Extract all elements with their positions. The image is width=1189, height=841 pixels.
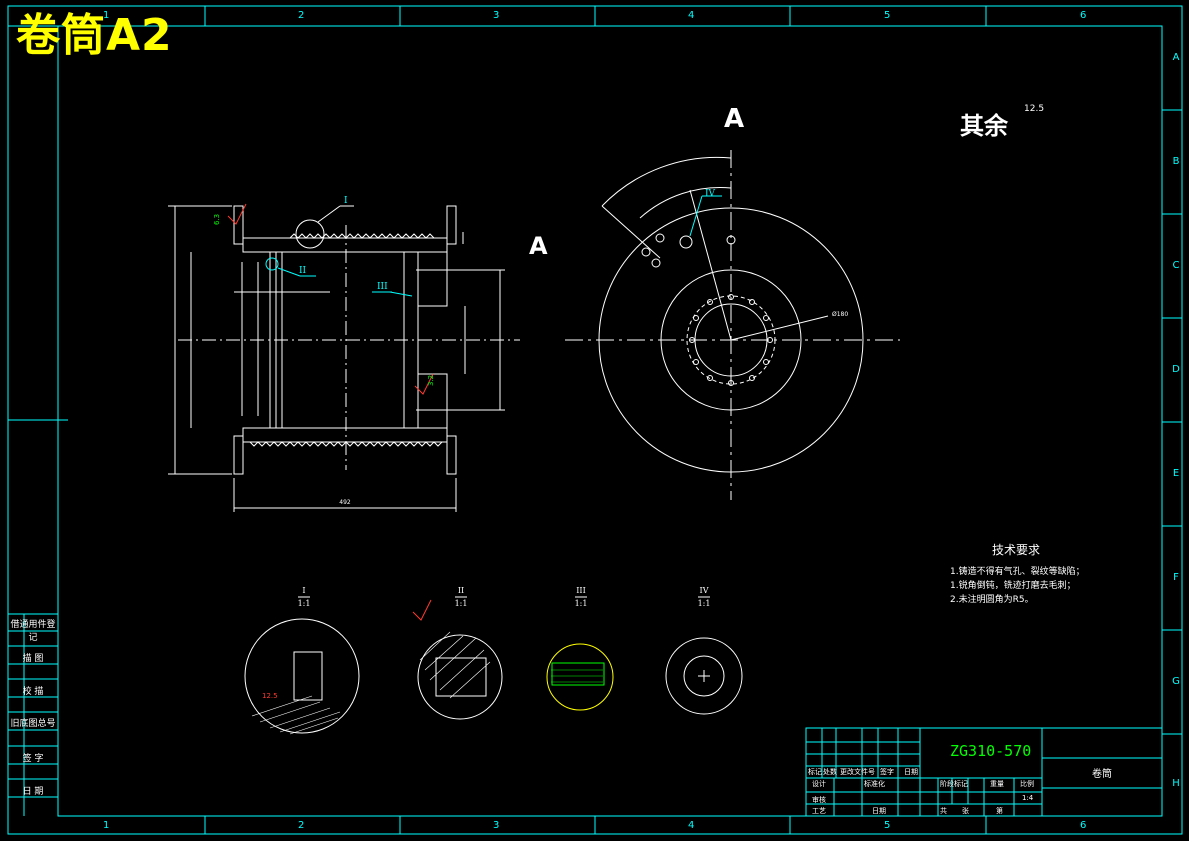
tb-header-sign: 签字 — [880, 768, 894, 776]
detail-views — [244, 596, 743, 734]
detail-2-id: II — [458, 586, 464, 595]
tb-label-stage-mark: 阶段标记 — [940, 780, 968, 788]
tb-label-standardization: 标准化 — [864, 780, 885, 788]
drum-end-view — [565, 150, 900, 500]
tb-label-sheet-total: 共 — [940, 807, 947, 815]
roughness-label-b: 3.2 — [427, 375, 435, 386]
tb-header-mark: 标记 — [808, 768, 822, 776]
side-table-cell-6: 日 期 — [22, 787, 44, 797]
grid-col-5-top: 5 — [884, 10, 891, 21]
tb-label-page: 第 — [996, 807, 1003, 815]
grid-row-h: H — [1172, 778, 1180, 789]
side-table-cell-3: 校 描 — [22, 687, 44, 697]
tech-requirements-title: 技术要求 — [992, 543, 1041, 557]
detail-callout-2: II — [299, 266, 307, 276]
grid-col-6-top: 6 — [1080, 10, 1087, 21]
tb-label-review: 审核 — [812, 796, 826, 804]
grid-col-5-bottom: 5 — [884, 820, 891, 831]
roughness-label-a: 6.3 — [213, 214, 221, 225]
detail-callout-3: III — [377, 282, 388, 292]
tb-label-weight: 重量 — [990, 780, 1004, 788]
grid-col-3-bottom: 3 — [493, 820, 500, 831]
side-table-cell-2: 描 图 — [22, 654, 44, 664]
roughness-marks — [227, 203, 434, 621]
tb-label-design: 设计 — [812, 780, 826, 788]
tech-requirement-1: 1.铸造不得有气孔、裂纹等缺陷； — [950, 567, 1085, 577]
roughness-label-c: 12.5 — [262, 692, 278, 700]
grid-col-1-bottom: 1 — [103, 820, 110, 831]
drum-section-view — [168, 205, 520, 512]
grid-col-3-top: 3 — [493, 10, 500, 21]
detail-3-id: III — [576, 586, 585, 595]
section-arrow-label: A — [529, 232, 548, 260]
section-leaders — [277, 267, 413, 297]
grid-col-2-bottom: 2 — [298, 820, 305, 831]
detail-4-id: IV — [700, 586, 709, 595]
grid-row-e: E — [1172, 468, 1180, 479]
drawing-title: 卷筒A2 — [16, 10, 173, 61]
tb-label-approve: 日期 — [872, 807, 886, 815]
surface-finish-note: 其余 — [960, 112, 1008, 140]
grid-row-g: G — [1172, 676, 1180, 687]
drawing-code: ZG310-570 — [950, 742, 1032, 760]
drawing-scale: 1:4 — [1022, 794, 1034, 802]
tb-header-date: 日期 — [904, 768, 918, 776]
tech-requirement-2: 1.锐角倒钝，铣迹打磨去毛刺； — [950, 581, 1076, 591]
view-label: A — [724, 104, 745, 134]
dim-overall-length: 492 — [339, 499, 351, 506]
detail-2-scale: 1:1 — [455, 599, 468, 608]
grid-col-1-top: 1 — [103, 10, 110, 21]
detail-hatching — [251, 631, 603, 735]
tech-requirement-3: 2.未注明圆角为R5。 — [950, 595, 1034, 605]
grid-row-c: C — [1172, 260, 1180, 271]
surface-finish-value: 12.5 — [1024, 104, 1045, 114]
detail-labels: I 1:1 II 1:1 III 1:1 IV 1:1 — [298, 586, 711, 608]
grid-col-4-top: 4 — [688, 10, 695, 21]
tb-header-change: 更改文件号 — [840, 768, 875, 776]
tb-label-process: 工艺 — [812, 807, 826, 815]
drawing-frame — [7, 5, 1183, 835]
grid-col-4-bottom: 4 — [688, 820, 695, 831]
detail-1-id: I — [302, 586, 305, 595]
side-table-cell-4: 旧底图总号 — [10, 719, 56, 729]
grid-col-2-top: 2 — [298, 10, 305, 21]
grid-col-6-bottom: 6 — [1080, 820, 1087, 831]
grid-row-a: A — [1172, 52, 1180, 63]
grid-row-f: F — [1173, 572, 1179, 583]
detail-callout-4: IV — [705, 189, 716, 199]
side-table-cell-5: 签 字 — [22, 754, 44, 764]
tb-label-scale: 比例 — [1020, 780, 1034, 788]
detail-1-scale: 1:1 — [298, 599, 311, 608]
side-table-cell-1: 借通用件登记 — [10, 620, 56, 643]
view-iv-callout — [689, 195, 722, 237]
detail-4-scale: 1:1 — [698, 599, 711, 608]
grid-row-d: D — [1172, 364, 1180, 375]
dim-bolt-circle: Ø180 — [832, 311, 848, 318]
tb-header-count: 处数 — [823, 768, 837, 776]
grid-row-b: B — [1172, 156, 1180, 167]
part-name: 卷筒 — [1092, 769, 1112, 780]
detail-callout-1: I — [344, 196, 348, 206]
detail-3-scale: 1:1 — [575, 599, 588, 608]
tb-label-sheet: 张 — [962, 807, 969, 815]
